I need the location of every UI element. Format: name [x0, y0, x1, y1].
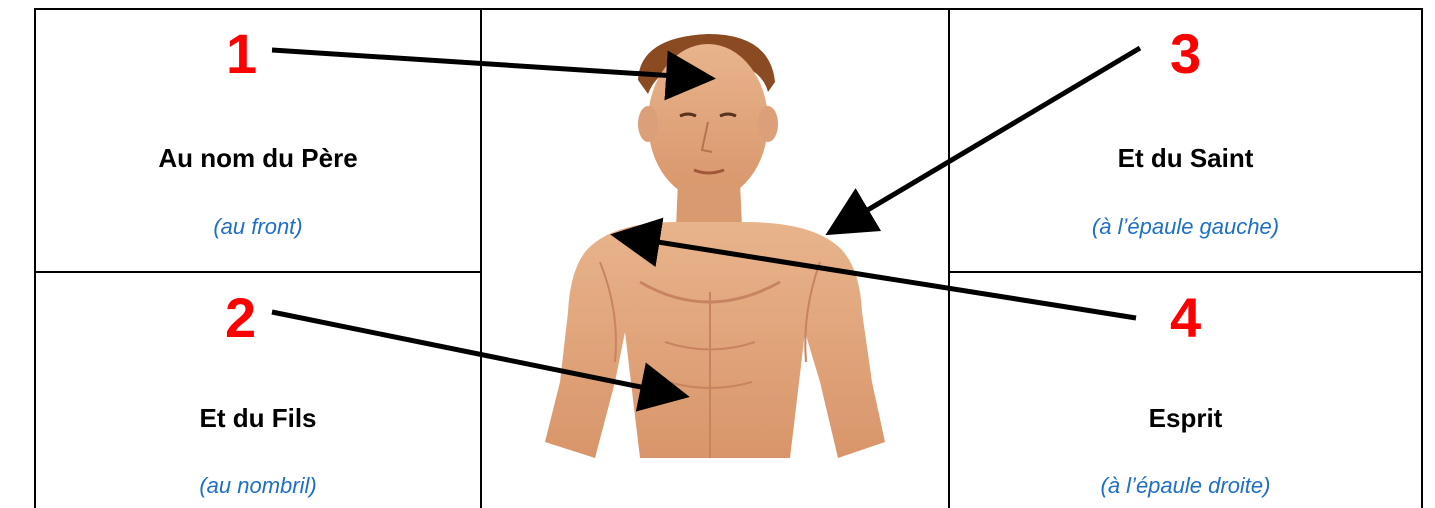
arrow-1-forehead	[272, 50, 706, 78]
arrow-2-navel	[272, 312, 680, 395]
arrow-3-left-shoulder	[834, 48, 1140, 230]
arrow-4-right-shoulder	[620, 236, 1136, 318]
